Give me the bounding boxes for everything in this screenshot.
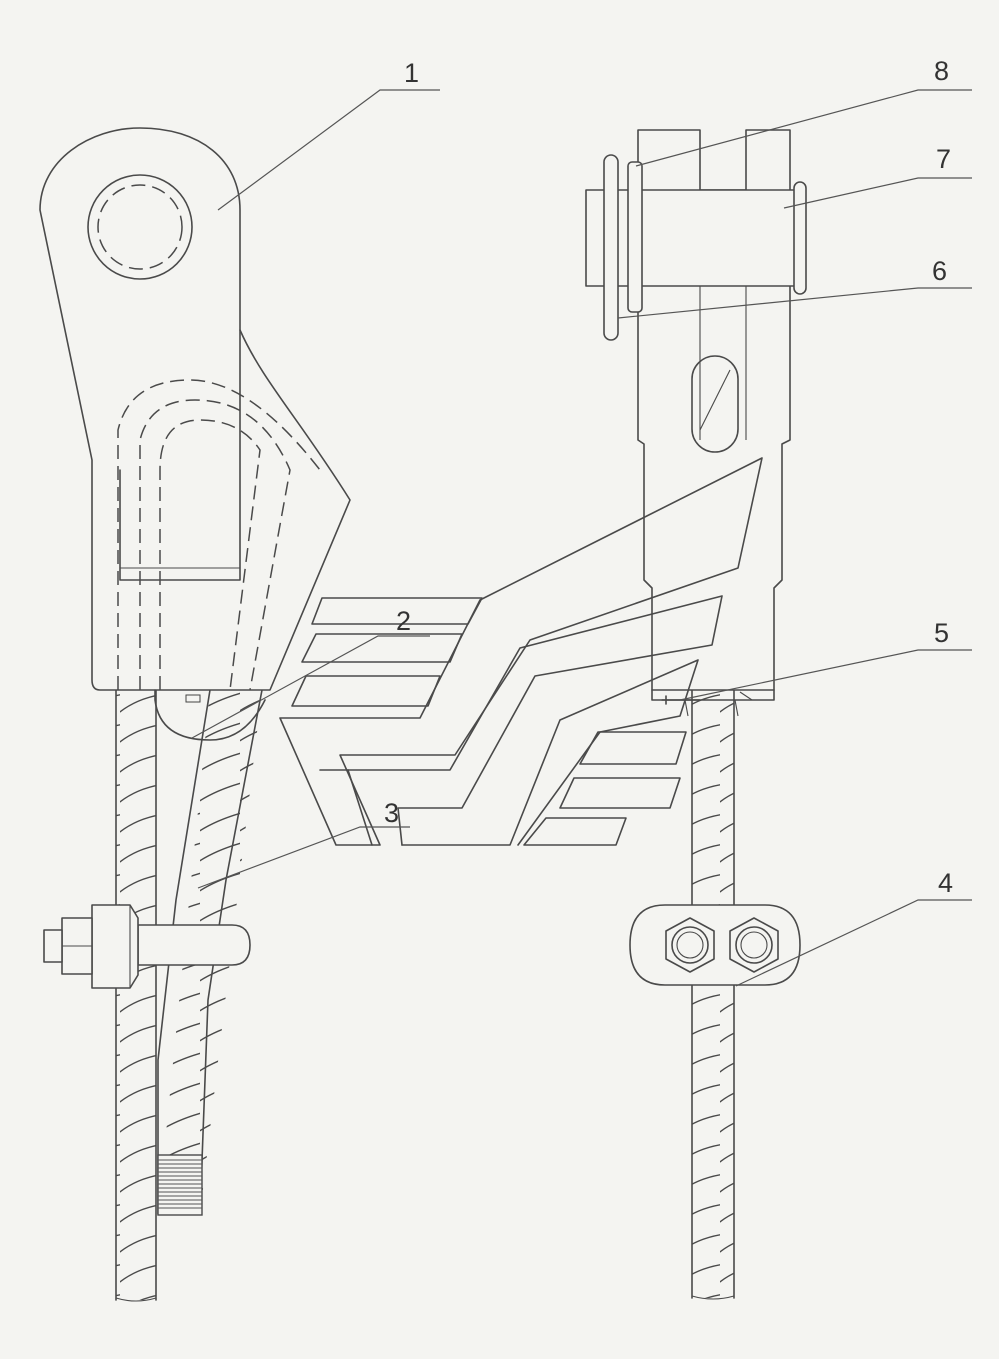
leader-lines <box>191 89 972 987</box>
logo-mark <box>279 457 763 846</box>
callout-3: 3 <box>384 798 399 828</box>
double-bolt-clamp <box>629 904 801 986</box>
right-main-rope <box>691 689 735 1300</box>
callout-7: 7 <box>936 144 951 174</box>
callout-8: 8 <box>934 56 949 86</box>
callout-4: 4 <box>938 868 953 898</box>
callout-6: 6 <box>932 256 947 286</box>
clevis-pin <box>585 154 807 341</box>
callout-2: 2 <box>396 606 411 636</box>
left-bolt-clamp <box>43 904 251 989</box>
wedge-clamp-body <box>39 127 351 741</box>
callout-1: 1 <box>404 58 419 88</box>
callout-5: 5 <box>934 618 949 648</box>
left-main-rope <box>115 689 157 1302</box>
